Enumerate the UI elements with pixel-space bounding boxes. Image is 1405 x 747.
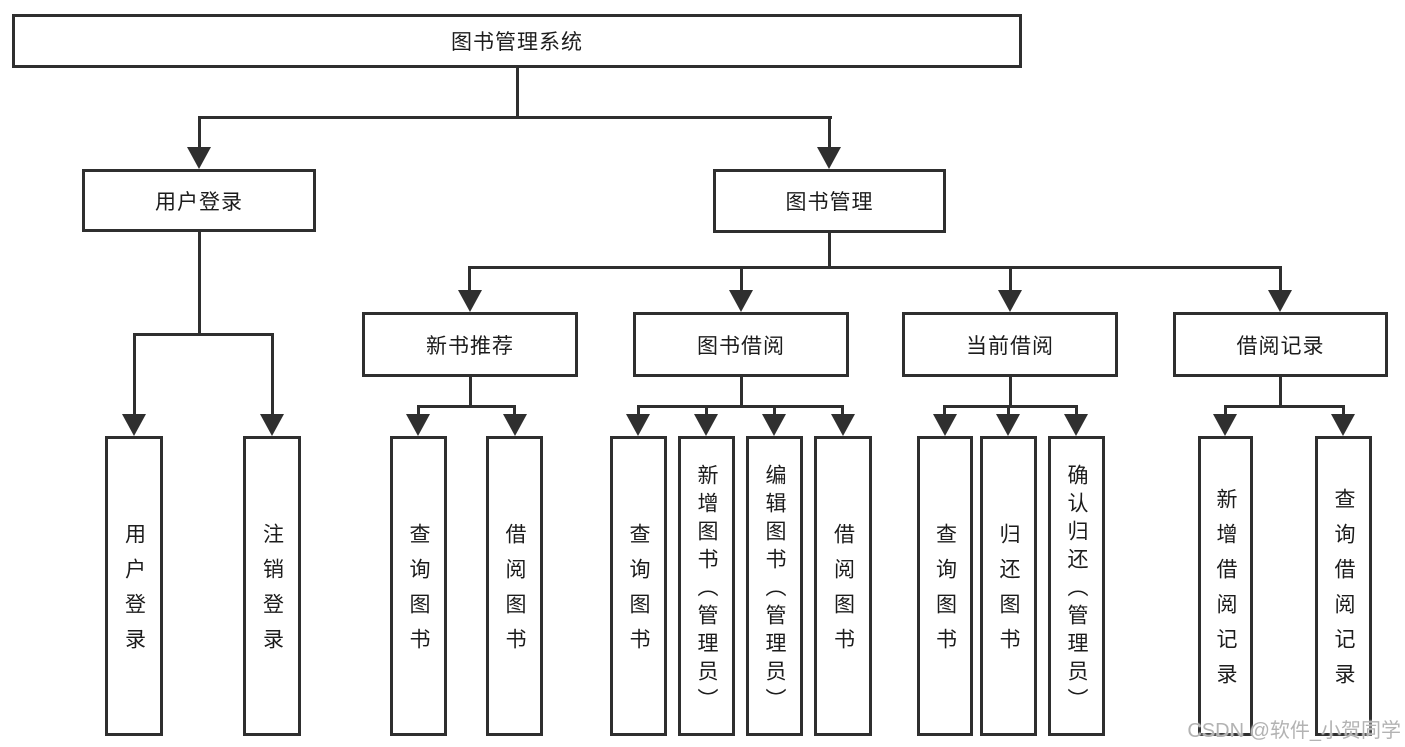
connector-drop-book-management [828,116,831,147]
arrow-into-book-management [817,147,841,169]
node-leaf-borrow-book-recommend: 借阅图书 [486,436,543,736]
node-leaf-query-book-current-label: 查询图书 [933,523,957,663]
arrow-into-borrowing-records [1268,290,1292,312]
node-leaf-add-book-admin-label: 新增图书（管理员） [695,463,718,716]
node-leaf-query-book-recommend: 查询图书 [390,436,447,736]
connector-borrowing-records-stub [1279,377,1282,408]
connector-root-stub [516,68,519,118]
connector-drop-query-book-borrowing [637,405,640,416]
csdn-watermark: CSDN @软件_小贺同学 [1187,720,1401,742]
connector-book-management-hline [469,266,1281,269]
arrow-into-leaf-user-login [122,414,146,436]
arrow-into-return-book [996,414,1020,436]
connector-book-management-stub [828,233,831,269]
connector-new-book-recommend-hline [417,405,516,408]
connector-drop-return-book [1007,405,1010,416]
node-book-borrowing: 图书借阅 [633,312,849,377]
node-leaf-logout-label: 注销登录 [260,523,284,663]
node-leaf-borrow-book-borrowing-label: 借阅图书 [831,523,855,663]
arrow-into-book-borrowing [729,290,753,312]
node-root-label: 图书管理系统 [451,31,583,54]
connector-drop-edit-book-admin [773,405,776,416]
node-leaf-query-book-current: 查询图书 [917,436,973,736]
node-borrowing-records-label: 借阅记录 [1236,334,1325,358]
node-leaf-logout: 注销登录 [243,436,301,736]
arrow-into-borrow-book-borrowing [831,414,855,436]
connector-book-borrowing-stub [740,377,743,408]
node-book-management-label: 图书管理 [785,191,874,214]
node-user-login-label: 用户登录 [155,190,243,214]
connector-drop-confirm-return-admin [1075,405,1078,416]
node-leaf-add-borrow-record: 新增借阅记录 [1198,436,1253,736]
connector-drop-add-book-admin [705,405,708,416]
node-leaf-edit-book-admin: 编辑图书（管理员） [746,436,803,736]
node-leaf-query-borrow-record: 查询借阅记录 [1315,436,1372,736]
connector-borrowing-records-hline [1224,405,1345,408]
node-leaf-user-login: 用户登录 [105,436,163,736]
arrow-into-new-book-recommend [458,290,482,312]
connector-drop-add-borrow-record [1224,405,1227,416]
connector-drop-new-book-recommend [468,266,471,292]
node-current-borrowing: 当前借阅 [902,312,1118,377]
arrow-into-leaf-logout [260,414,284,436]
connector-drop-borrowing-records [1279,266,1282,292]
node-leaf-return-book-label: 归还图书 [997,523,1020,663]
connector-drop-query-book-current [943,405,946,416]
arrow-into-confirm-return-admin [1064,414,1088,436]
arrow-into-edit-book-admin [762,414,786,436]
node-leaf-add-book-admin: 新增图书（管理员） [678,436,735,736]
arrow-into-query-book-recommend [406,414,430,436]
node-leaf-query-book-borrowing-label: 查询图书 [627,523,650,663]
node-book-management: 图书管理 [713,169,946,233]
node-leaf-edit-book-admin-label: 编辑图书（管理员） [763,463,786,716]
connector-drop-borrow-book-recommend [513,405,516,416]
node-leaf-confirm-return-admin: 确认归还（管理员） [1048,436,1105,736]
node-leaf-borrow-book-recommend-label: 借阅图书 [503,523,526,663]
node-borrowing-records: 借阅记录 [1173,312,1388,377]
connector-drop-leaf-logout [271,333,274,414]
node-leaf-user-login-label: 用户登录 [122,523,146,663]
arrow-into-query-borrow-record [1331,414,1355,436]
node-user-login: 用户登录 [82,169,316,232]
node-current-borrowing-label: 当前借阅 [966,334,1054,358]
node-book-borrowing-label: 图书借阅 [697,334,785,358]
connector-new-book-recommend-stub [469,377,472,408]
connector-drop-current-borrowing [1009,266,1012,292]
connector-root-hline [198,116,832,119]
arrow-into-current-borrowing [998,290,1022,312]
arrow-into-query-book-borrowing [626,414,650,436]
node-leaf-query-book-recommend-label: 查询图书 [407,523,430,663]
arrow-into-add-borrow-record [1213,414,1237,436]
connector-drop-book-borrowing [740,266,743,292]
arrow-into-user-login [187,147,211,169]
node-new-book-recommend: 新书推荐 [362,312,578,377]
arrow-into-query-book-current [933,414,957,436]
node-leaf-borrow-book-borrowing: 借阅图书 [814,436,872,736]
connector-drop-user-login [198,116,201,147]
connector-drop-query-borrow-record [1342,405,1345,416]
node-leaf-query-borrow-record-label: 查询借阅记录 [1332,488,1355,698]
node-leaf-return-book: 归还图书 [980,436,1037,736]
connector-user-login-stub [198,232,201,335]
node-leaf-confirm-return-admin-label: 确认归还（管理员） [1065,463,1088,716]
node-leaf-add-borrow-record-label: 新增借阅记录 [1214,488,1237,698]
arrow-into-borrow-book-recommend [503,414,527,436]
connector-drop-query-book-recommend [417,405,420,416]
node-root: 图书管理系统 [12,14,1022,68]
connector-drop-borrow-book-borrowing [841,405,844,416]
connector-current-borrowing-stub [1009,377,1012,408]
node-leaf-query-book-borrowing: 查询图书 [610,436,667,736]
connector-book-borrowing-hline [637,405,844,408]
arrow-into-add-book-admin [694,414,718,436]
connector-drop-leaf-user-login [133,333,136,414]
connector-current-borrowing-hline [943,405,1078,408]
node-new-book-recommend-label: 新书推荐 [426,334,514,358]
connector-user-login-hline [133,333,273,336]
